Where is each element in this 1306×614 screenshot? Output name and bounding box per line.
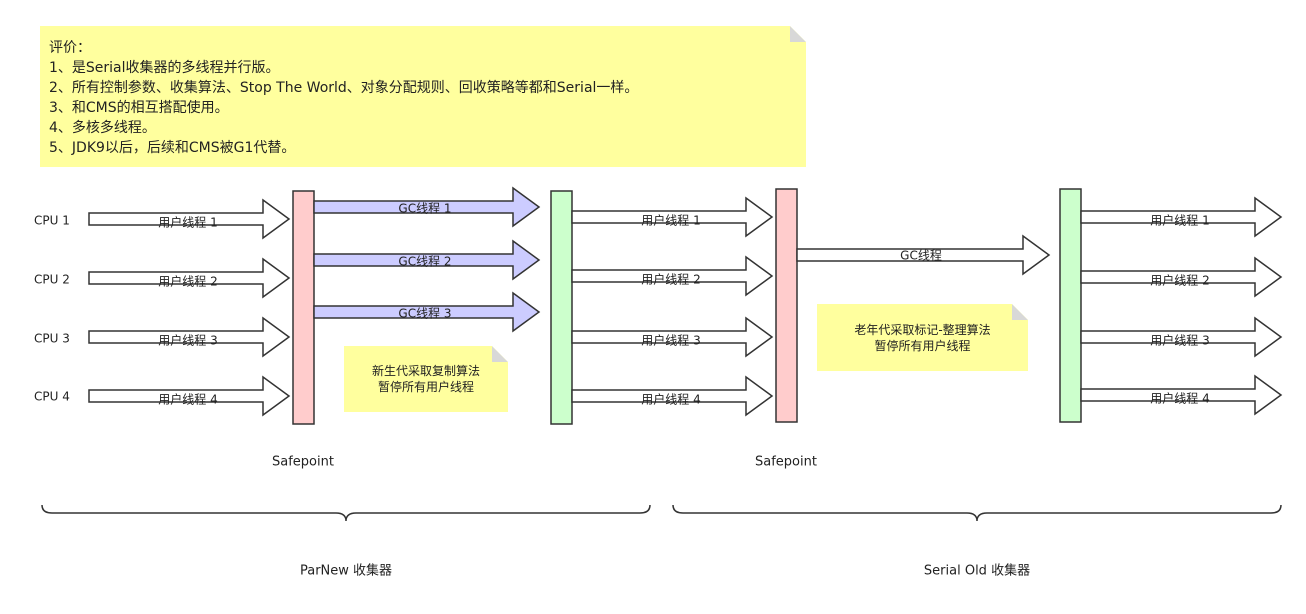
- user-thread-arrow-mid-3: [571, 316, 774, 358]
- user-thread-label-4: 用户线程 4: [158, 392, 217, 407]
- resume-bar-1: [550, 190, 573, 425]
- user-thread-arrow-3: [88, 316, 291, 358]
- review-line-5: 5、JDK9以后，后续和CMS被G1代替。: [49, 140, 296, 156]
- review-line-4: 4、多核多线程。: [49, 120, 156, 136]
- cpu-label-3: CPU 3: [34, 332, 70, 346]
- resume-bar-2: [1059, 188, 1082, 423]
- user-thread-label-2: 用户线程 2: [158, 274, 217, 289]
- review-line-2: 2、所有控制参数、收集算法、Stop The World、对象分配规则、回收策略…: [49, 80, 639, 96]
- parnew-gc-label-1: GC线程 1: [398, 201, 451, 216]
- parnew-collector-label: ParNew 收集器: [300, 563, 392, 579]
- user-thread-arrow-end-2: [1080, 256, 1283, 298]
- cpu-label-4: CPU 4: [34, 390, 70, 404]
- user-thread-label-1: 用户线程 1: [158, 215, 217, 230]
- user-thread-arrow-mid-2: [571, 255, 774, 297]
- review-note: 评价： 1、是Serial收集器的多线程并行版。 2、所有控制参数、收集算法、S…: [40, 26, 806, 167]
- user-thread-label-3: 用户线程 3: [158, 333, 217, 348]
- parnew-gc-label-2: GC线程 2: [398, 254, 451, 269]
- review-line-1: 1、是Serial收集器的多线程并行版。: [49, 60, 280, 76]
- user-thread-label-mid-3: 用户线程 3: [641, 333, 700, 348]
- parnew-gc-arrow-3: [313, 291, 541, 333]
- old-note-line-1: 老年代采取标记-整理算法: [854, 322, 991, 337]
- user-thread-arrow-mid-4: [571, 375, 774, 417]
- parnew-gc-arrow-2: [313, 239, 541, 281]
- user-thread-label-end-4: 用户线程 4: [1150, 391, 1209, 406]
- user-thread-arrow-1: [88, 198, 291, 240]
- cpu-label-1: CPU 1: [34, 214, 70, 228]
- user-thread-arrow-2: [88, 257, 291, 299]
- safepoint-bar-2: [775, 188, 798, 423]
- cpu-label-2: CPU 2: [34, 273, 70, 287]
- serial-old-gc-arrow: [796, 234, 1051, 276]
- user-thread-label-mid-1: 用户线程 1: [641, 213, 700, 228]
- user-thread-arrow-end-4: [1080, 374, 1283, 416]
- serial-old-collector-label: Serial Old 收集器: [924, 563, 1030, 579]
- user-thread-arrow-4: [88, 375, 291, 417]
- parnew-brace: [41, 504, 651, 522]
- user-thread-label-end-1: 用户线程 1: [1150, 213, 1209, 228]
- serial-old-brace: [672, 504, 1282, 522]
- serial-old-gc-label: GC线程: [900, 248, 942, 263]
- user-thread-label-end-2: 用户线程 2: [1150, 273, 1209, 288]
- user-thread-label-mid-4: 用户线程 4: [641, 392, 700, 407]
- review-line-3: 3、和CMS的相互搭配使用。: [49, 100, 229, 116]
- safepoint-bar-1: [292, 190, 315, 425]
- young-note-line-1: 新生代采取复制算法: [371, 364, 480, 378]
- safepoint-label-2: Safepoint: [755, 455, 817, 470]
- parnew-gc-arrow-1: [313, 186, 541, 228]
- user-thread-arrow-end-3: [1080, 316, 1283, 358]
- old-note-line-2: 暂停所有用户线程: [874, 338, 971, 353]
- user-thread-label-end-3: 用户线程 3: [1150, 333, 1209, 348]
- user-thread-arrow-end-1: [1080, 196, 1283, 238]
- review-title: 评价：: [49, 40, 91, 56]
- safepoint-label-1: Safepoint: [272, 455, 334, 470]
- user-thread-label-mid-2: 用户线程 2: [641, 272, 700, 287]
- young-note-line-2: 暂停所有用户线程: [377, 380, 474, 394]
- old-gen-note: 老年代采取标记-整理算法 暂停所有用户线程: [817, 304, 1028, 371]
- parnew-gc-label-3: GC线程 3: [398, 306, 451, 321]
- user-thread-arrow-mid-1: [571, 196, 774, 238]
